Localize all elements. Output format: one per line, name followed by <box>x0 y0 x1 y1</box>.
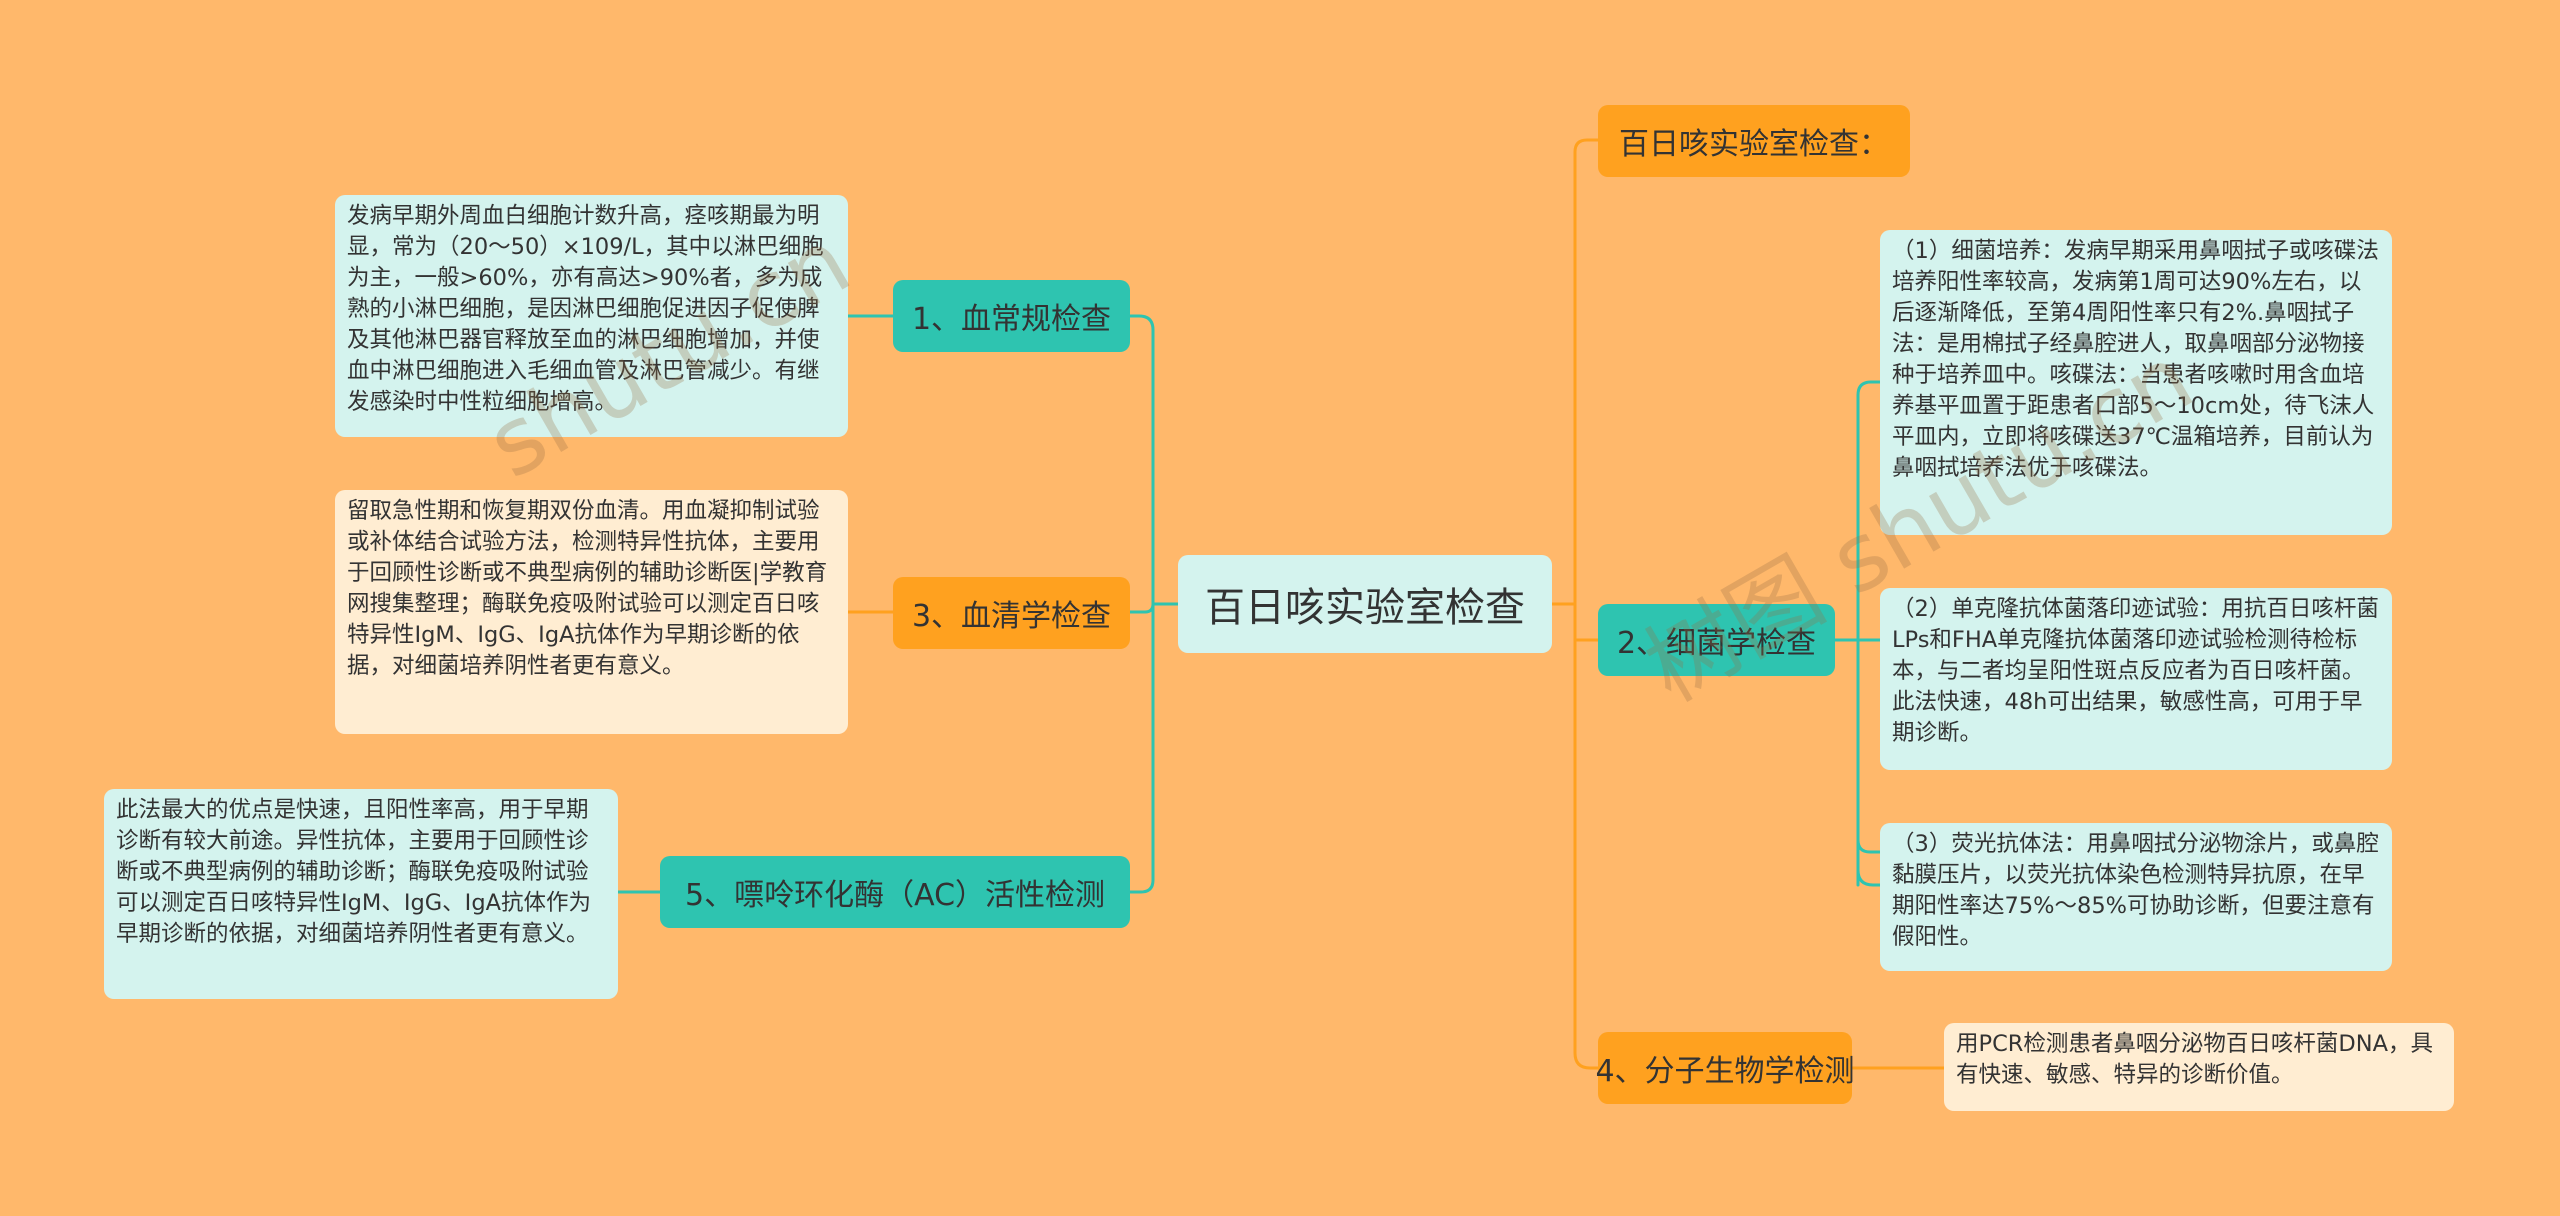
leaf-text: 留取急性期和恢复期双份血清。用血凝抑制试验或补体结合试验方法，检测特异性抗体，主… <box>347 498 828 679</box>
leaf-text: 发病早期外周血白细胞计数升高，痉咳期最为明显，常为（20～50）×109/L，其… <box>347 203 824 415</box>
connector-center-left <box>1128 314 1180 606</box>
connector-right-spine <box>1573 138 1600 1070</box>
leaf-bacteria-culture[interactable]: （1）细菌培养：发病早期采用鼻咽拭子或咳碟法培养阳性率较高，发病第1周可达90%… <box>1880 230 2392 535</box>
branch-ac-activity[interactable]: 5、嘌呤环化酶（AC）活性检测 <box>660 856 1130 928</box>
leaf-bacteria-fluorescent[interactable]: （3）荧光抗体法：用鼻咽拭分泌物涂片，或鼻腔黏膜压片，以荧光抗体染色检测特异抗原… <box>1880 823 2392 971</box>
branch-label: 3、血清学检查 <box>911 599 1112 634</box>
branch-label: 2、细菌学检查 <box>1616 626 1817 661</box>
branch-label: 百日咳实验室检查： <box>1619 127 1889 162</box>
center-topic-label: 百日咳实验室检查 <box>1205 585 1525 631</box>
branch-molecular[interactable]: 4、分子生物学检测 <box>1595 1032 1855 1104</box>
leaf-text: 用PCR检测患者鼻咽分泌物百日咳杆菌DNA，具有快速、敏感、特异的诊断价值。 <box>1956 1031 2433 1088</box>
center-topic[interactable]: 百日咳实验室检查 <box>1178 555 1552 653</box>
branch-label: 5、嘌呤环化酶（AC）活性检测 <box>684 878 1106 913</box>
leaf-bacteria-monoclonal[interactable]: （2）单克隆抗体菌落印迹试验：用抗百日咳杆菌LPs和FHA单克隆抗体菌落印迹试验… <box>1880 588 2392 770</box>
leaf-text: （1）细菌培养：发病早期采用鼻咽拭子或咳碟法培养阳性率较高，发病第1周可达90%… <box>1892 238 2379 481</box>
branch-bacteriology[interactable]: 2、细菌学检查 <box>1598 604 1835 676</box>
branch-label: 4、分子生物学检测 <box>1595 1054 1855 1089</box>
leaf-ac-activity[interactable]: 此法最大的优点是快速，且阳性率高，用于早期诊断有较大前途。异性抗体，主要用于回顾… <box>104 789 618 999</box>
branch-heading[interactable]: 百日咳实验室检查： <box>1598 105 1910 177</box>
leaf-serology[interactable]: 留取急性期和恢复期双份血清。用血凝抑制试验或补体结合试验方法，检测特异性抗体，主… <box>335 490 848 734</box>
branch-label: 1、血常规检查 <box>911 302 1112 337</box>
leaf-blood-routine[interactable]: 发病早期外周血白细胞计数升高，痉咳期最为明显，常为（20～50）×109/L，其… <box>335 195 848 437</box>
leaf-text: （2）单克隆抗体菌落印迹试验：用抗百日咳杆菌LPs和FHA单克隆抗体菌落印迹试验… <box>1892 596 2379 746</box>
branch-blood-routine[interactable]: 1、血常规检查 <box>893 280 1130 352</box>
connector-left-ac <box>1128 602 1155 894</box>
leaf-text: 此法最大的优点是快速，且阳性率高，用于早期诊断有较大前途。异性抗体，主要用于回顾… <box>116 797 591 947</box>
leaf-text: （3）荧光抗体法：用鼻咽拭分泌物涂片，或鼻腔黏膜压片，以荧光抗体染色检测特异抗原… <box>1892 831 2379 950</box>
connector-left-serum <box>1128 602 1155 614</box>
branch-serology[interactable]: 3、血清学检查 <box>893 577 1130 649</box>
leaf-molecular[interactable]: 用PCR检测患者鼻咽分泌物百日咳杆菌DNA，具有快速、敏感、特异的诊断价值。 <box>1944 1023 2454 1111</box>
